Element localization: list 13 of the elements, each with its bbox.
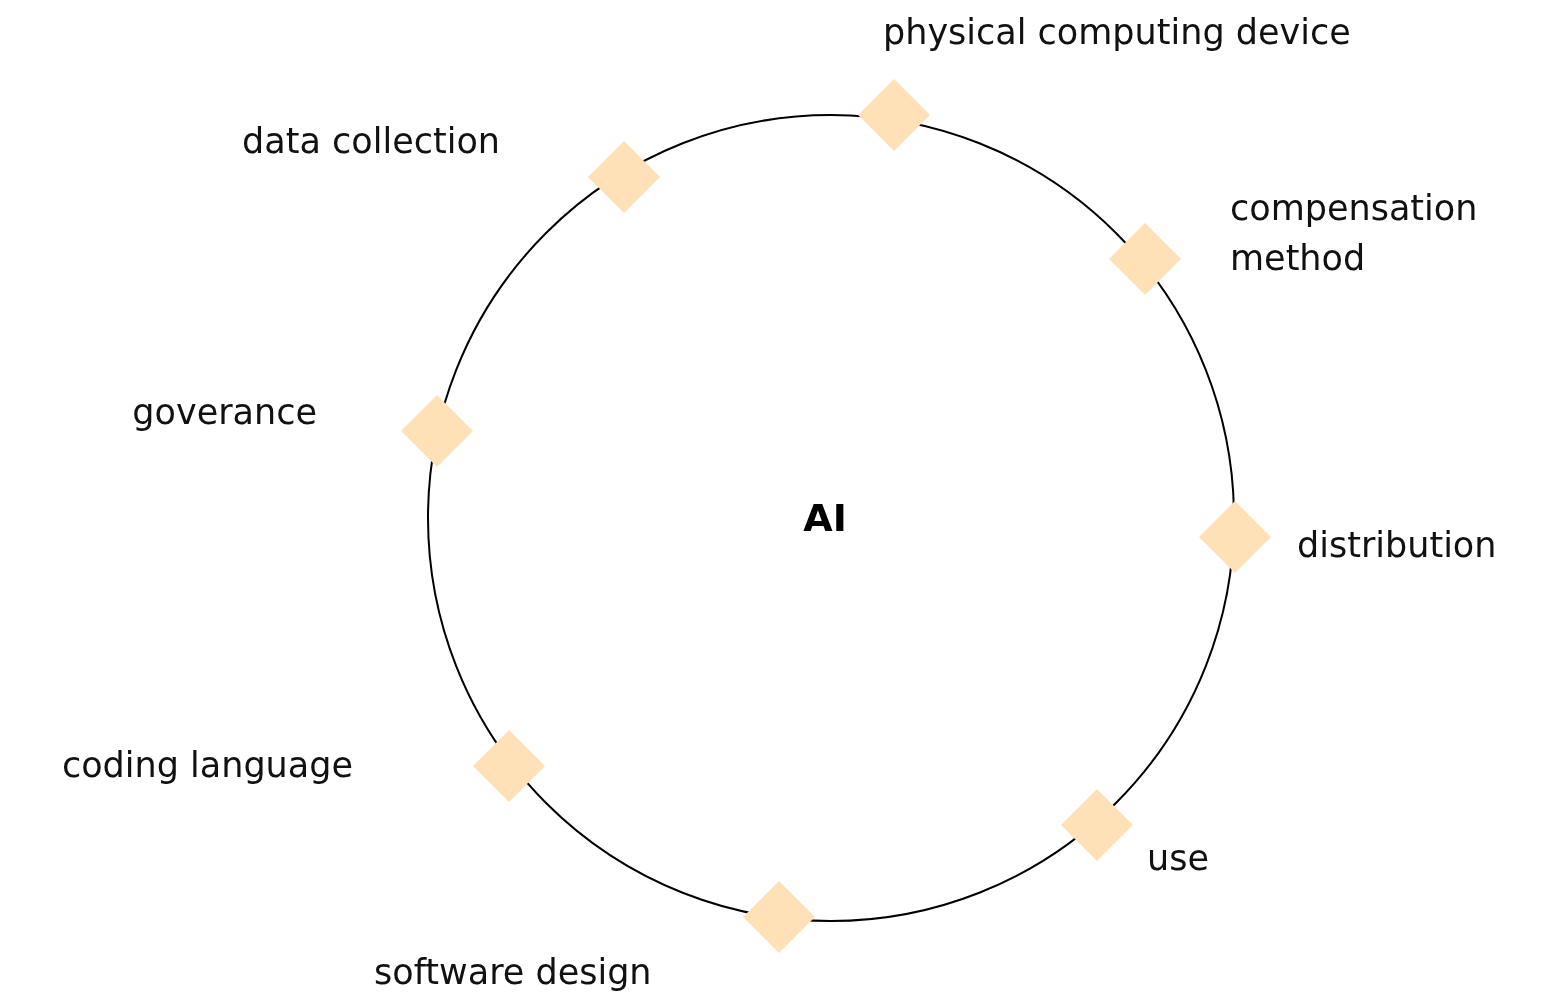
- marker-label: software design: [374, 951, 652, 994]
- marker-label: use: [1147, 837, 1209, 880]
- diamond-marker: [1199, 501, 1271, 573]
- marker-label: goverance: [132, 391, 317, 434]
- marker-label: coding language: [61, 744, 353, 787]
- marker-label: physical computing device: [883, 11, 1351, 54]
- center-label: AI: [803, 496, 847, 540]
- diamond-marker: [858, 79, 930, 151]
- marker-label: compensation method: [1230, 187, 1479, 280]
- diamond-marker: [401, 395, 473, 467]
- marker-label: distribution: [1297, 524, 1497, 567]
- marker-label: data collection: [242, 120, 500, 163]
- diamond-marker: [743, 881, 815, 953]
